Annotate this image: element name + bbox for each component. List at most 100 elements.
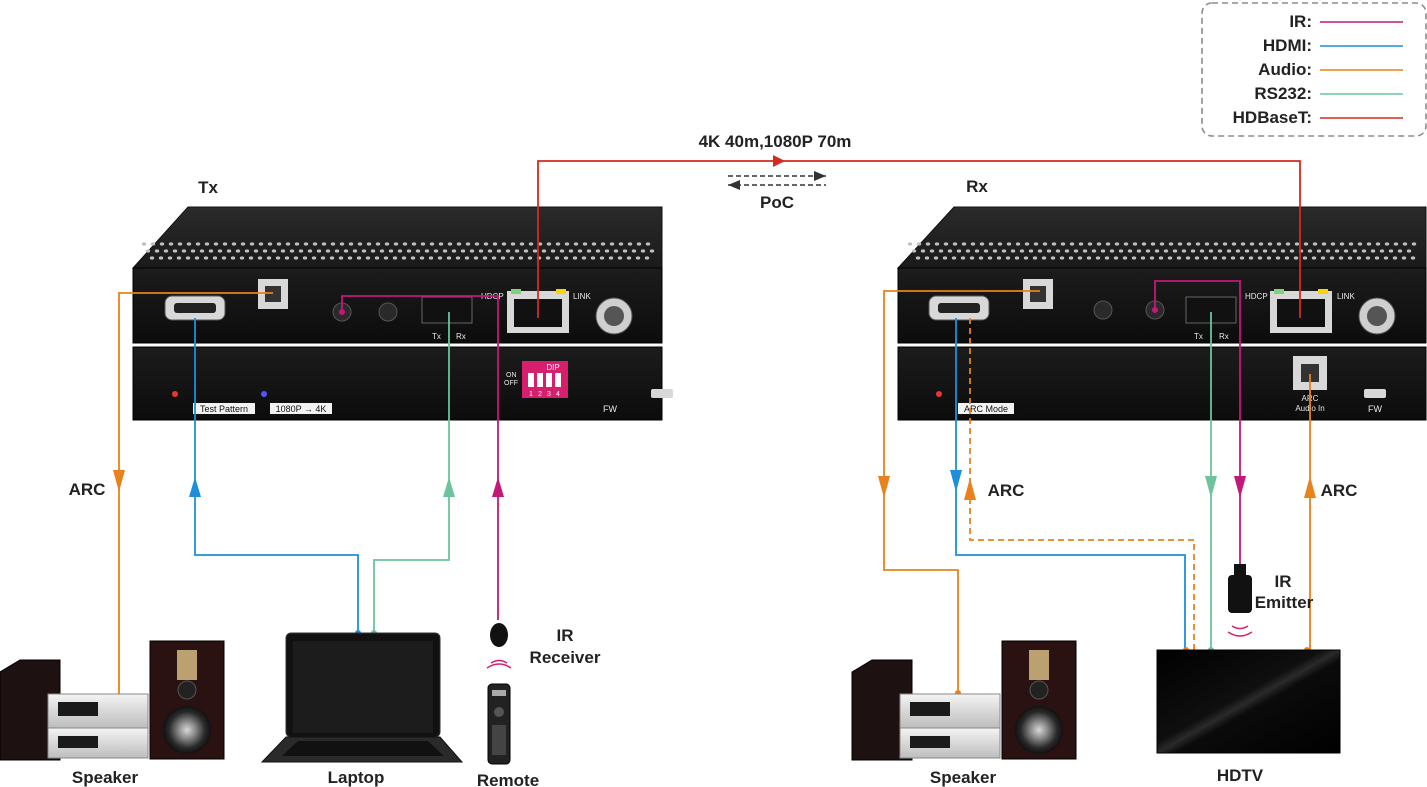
vent-hole bbox=[249, 242, 255, 246]
rx-arc-mode-label-box bbox=[958, 403, 1014, 414]
vent-hole bbox=[988, 242, 994, 246]
vent-hole bbox=[1204, 242, 1210, 246]
vent-hole bbox=[1168, 242, 1174, 246]
vent-hole bbox=[437, 256, 443, 260]
vent-hole bbox=[1172, 249, 1178, 253]
vent-hole bbox=[1262, 249, 1268, 253]
vent-hole bbox=[158, 256, 164, 260]
vent-hole bbox=[1312, 242, 1318, 246]
vent-hole bbox=[943, 242, 949, 246]
rx-hdmi-cable bbox=[950, 318, 1186, 650]
vent-hole bbox=[271, 249, 277, 253]
vent-hole bbox=[1240, 242, 1246, 246]
tx-title: Tx bbox=[198, 178, 218, 197]
vent-hole bbox=[177, 242, 183, 246]
vent-hole bbox=[375, 242, 381, 246]
vent-hole bbox=[339, 242, 345, 246]
vent-hole bbox=[1194, 256, 1200, 260]
tx-serial-port bbox=[421, 296, 473, 324]
vent-hole bbox=[983, 249, 989, 253]
vent-hole bbox=[1316, 249, 1322, 253]
vent-hole bbox=[145, 249, 151, 253]
rx-ir-cable bbox=[1152, 280, 1246, 565]
vent-hole bbox=[1226, 249, 1232, 253]
vent-hole bbox=[969, 256, 975, 260]
vent-hole bbox=[384, 242, 390, 246]
vent-hole bbox=[419, 256, 425, 260]
vent-hole bbox=[509, 256, 515, 260]
vent-hole bbox=[1082, 249, 1088, 253]
vent-hole bbox=[933, 256, 939, 260]
vent-hole bbox=[275, 256, 281, 260]
vent-hole bbox=[564, 242, 570, 246]
vent-hole bbox=[1113, 256, 1119, 260]
tx-ir-cable bbox=[339, 295, 504, 620]
vent-hole bbox=[1374, 256, 1380, 260]
vent-hole bbox=[1195, 242, 1201, 246]
vent-hole bbox=[1181, 249, 1187, 253]
vent-hole bbox=[442, 249, 448, 253]
vent-hole bbox=[1343, 249, 1349, 253]
vent-hole bbox=[1248, 256, 1254, 260]
vent-hole bbox=[1208, 249, 1214, 253]
vent-hole bbox=[1249, 242, 1255, 246]
vent-hole bbox=[1122, 256, 1128, 260]
vent-hole bbox=[496, 249, 502, 253]
vent-hole bbox=[469, 249, 475, 253]
vent-hole bbox=[204, 242, 210, 246]
vent-hole bbox=[942, 256, 948, 260]
vent-hole bbox=[627, 242, 633, 246]
vent-hole bbox=[1037, 249, 1043, 253]
vent-hole bbox=[338, 256, 344, 260]
vent-hole bbox=[1051, 242, 1057, 246]
ir-receiver-label-2: Receiver bbox=[530, 648, 601, 667]
vent-hole bbox=[388, 249, 394, 253]
vent-hole bbox=[626, 256, 632, 260]
vent-hole bbox=[1221, 256, 1227, 260]
vent-hole bbox=[235, 249, 241, 253]
hdtv-label: HDTV bbox=[1217, 766, 1264, 785]
vent-hole bbox=[239, 256, 245, 260]
vent-hole bbox=[474, 242, 480, 246]
vent-hole bbox=[644, 256, 650, 260]
vent-hole bbox=[1393, 242, 1399, 246]
vent-hole bbox=[330, 242, 336, 246]
vent-hole bbox=[1213, 242, 1219, 246]
vent-hole bbox=[240, 242, 246, 246]
rx-hdcp-label: HDCP bbox=[1245, 292, 1268, 301]
vent-hole bbox=[285, 242, 291, 246]
vent-hole bbox=[1105, 242, 1111, 246]
vent-hole bbox=[1276, 242, 1282, 246]
vent-hole bbox=[267, 242, 273, 246]
legend: IR: HDMI: Audio: RS232: HDBaseT: bbox=[1201, 2, 1427, 137]
vent-hole bbox=[451, 249, 457, 253]
vent-hole bbox=[595, 249, 601, 253]
vent-hole bbox=[532, 249, 538, 253]
legend-label-rs232: RS232: bbox=[1254, 84, 1312, 103]
vent-hole bbox=[348, 242, 354, 246]
vent-hole bbox=[1006, 242, 1012, 246]
vent-hole bbox=[599, 256, 605, 260]
vent-hole bbox=[604, 249, 610, 253]
vent-hole bbox=[1311, 256, 1317, 260]
tx-dip-num-2: 2 bbox=[538, 391, 542, 398]
vent-hole bbox=[510, 242, 516, 246]
vent-hole bbox=[1388, 249, 1394, 253]
vent-hole bbox=[559, 249, 565, 253]
vent-hole bbox=[1033, 242, 1039, 246]
vent-hole bbox=[1361, 249, 1367, 253]
rx-serial-tx-label: Tx bbox=[1194, 332, 1203, 341]
vent-hole bbox=[361, 249, 367, 253]
vent-hole bbox=[1104, 256, 1110, 260]
tx-vent-holes bbox=[141, 242, 655, 260]
remote-label: Remote bbox=[477, 771, 539, 787]
vent-hole bbox=[302, 256, 308, 260]
vent-hole bbox=[257, 256, 263, 260]
vent-hole bbox=[329, 256, 335, 260]
ir-wave-right bbox=[1227, 625, 1253, 637]
legend-label-hdbaset: HDBaseT: bbox=[1233, 108, 1312, 127]
vent-hole bbox=[411, 242, 417, 246]
vent-hole bbox=[1141, 242, 1147, 246]
vent-hole bbox=[1384, 242, 1390, 246]
